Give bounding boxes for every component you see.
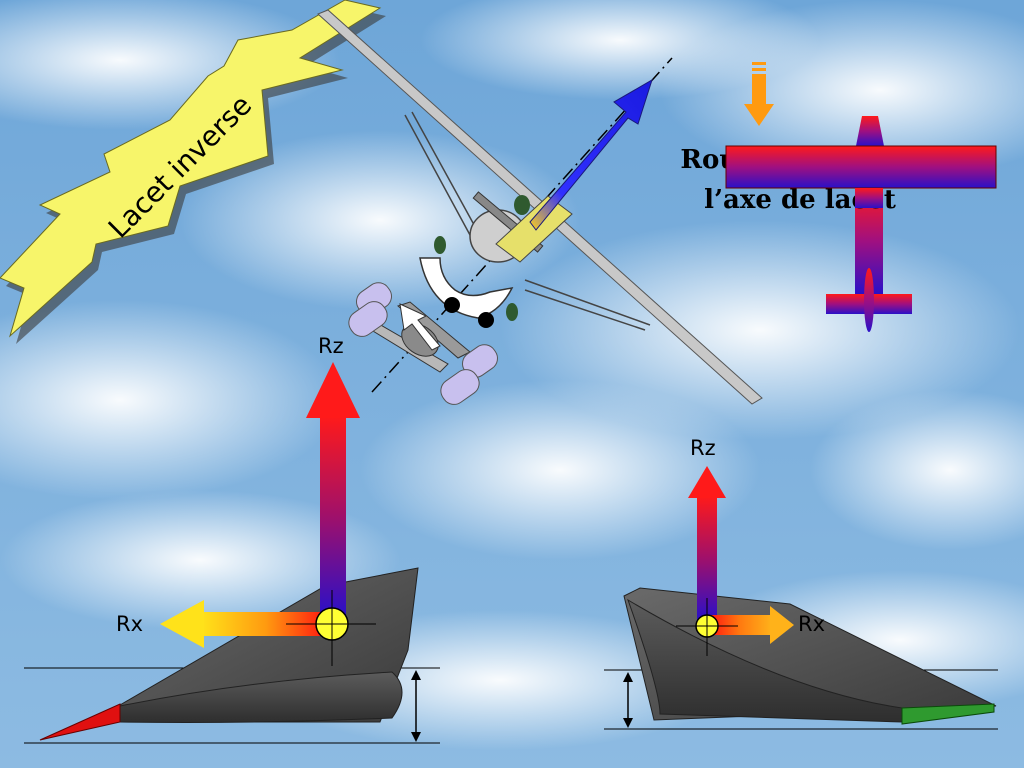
right-wing-thickness-arrow — [623, 672, 633, 728]
right-wing-diagram — [604, 466, 998, 730]
slide-title-line2: l’axe de lacet — [704, 185, 896, 215]
left-aileron-down — [39, 703, 121, 741]
right-wing-drag-label: Rx — [798, 612, 826, 636]
wheel-pod-right — [440, 344, 498, 405]
right-wing-lift-label: Rz — [690, 436, 716, 460]
yaw-axis-line — [371, 57, 673, 393]
pilot-knee-right — [478, 312, 494, 328]
slide-title: Roulis facile par l’axe de lacet — [655, 140, 945, 220]
pilot-arrow — [744, 62, 774, 126]
clouds — [0, 0, 1024, 750]
wheel-pod-left — [348, 282, 392, 337]
yaw-direction-arrow — [529, 78, 653, 231]
right-aileron-up — [901, 703, 995, 725]
pilot-knee-left — [444, 297, 460, 313]
left-wing-drag-label: Rx — [116, 612, 144, 636]
aircraft-top-view — [317, 9, 763, 405]
aircraft-lift-label: Rz — [318, 334, 344, 358]
left-wing-diagram — [24, 362, 440, 744]
left-wing-thickness-arrow — [411, 670, 421, 742]
burst-shape — [0, 0, 386, 344]
slide-title-line1: Roulis facile par — [680, 145, 920, 175]
